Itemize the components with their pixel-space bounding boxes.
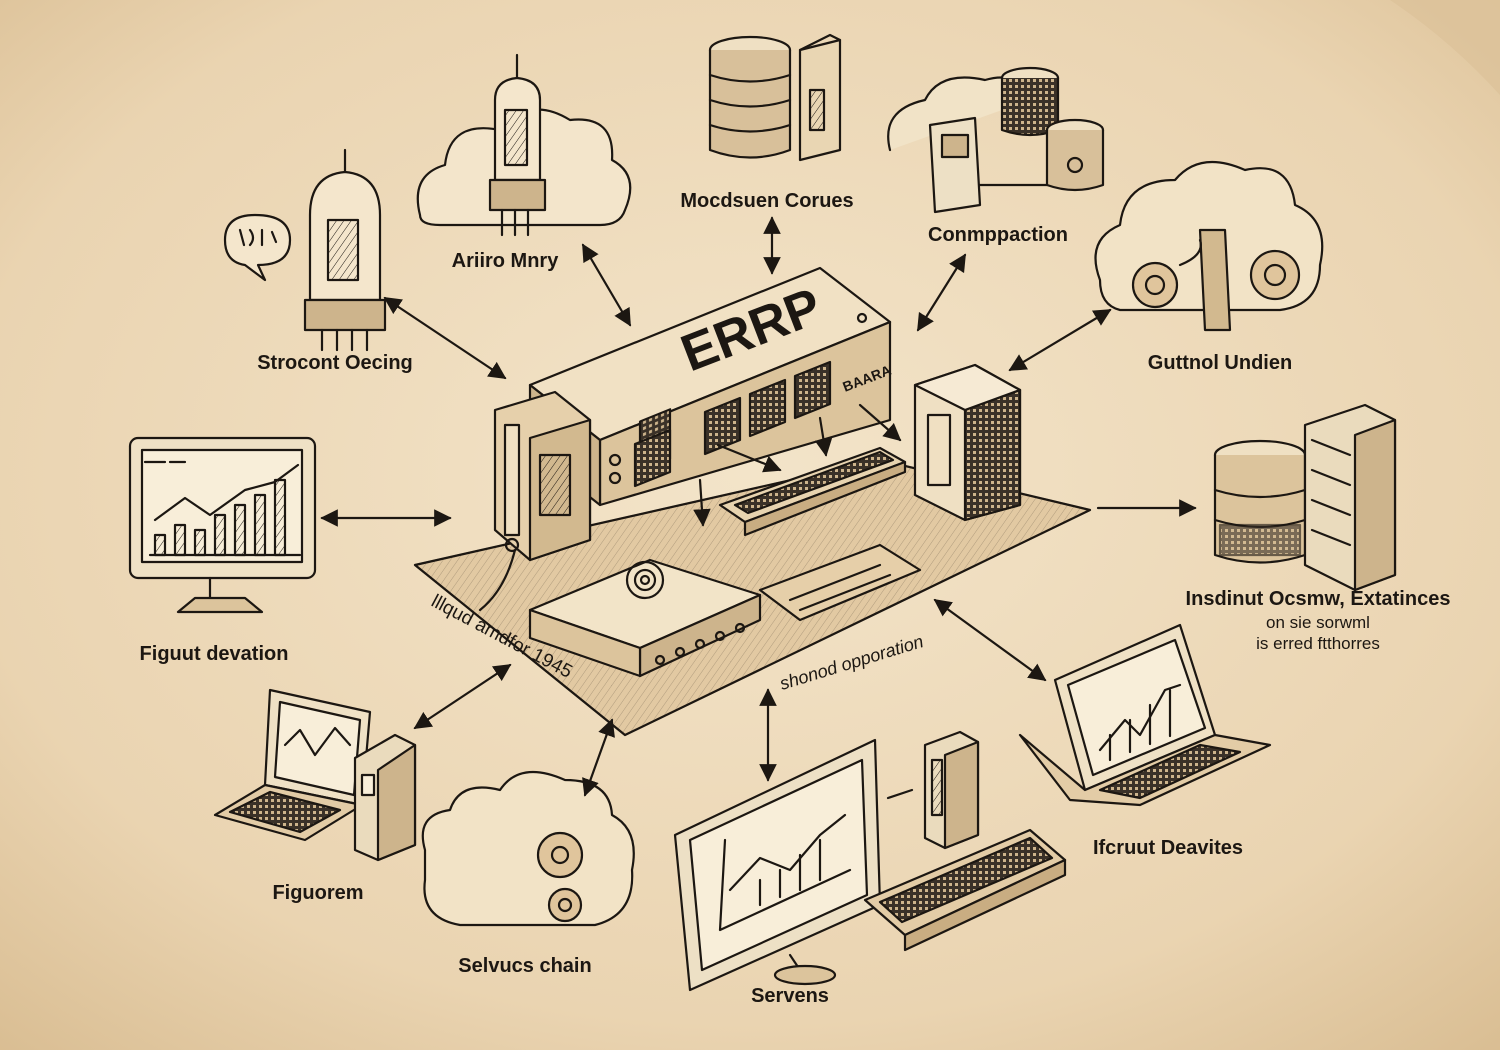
storage-stack-top [708,33,842,162]
vacuum-tube-left [303,148,387,352]
node-label-left-upper: Strocont Oecing [257,352,413,374]
left-tower-unit [478,390,592,612]
server-storage-right [1213,403,1397,592]
platform-tool-tray [758,543,922,622]
supply-chain-cloud [421,770,635,927]
cloud-tube-top [416,53,632,237]
node-label-top-left: Ariiro Mnry [451,250,559,272]
monitor-chart-bottom [673,738,882,992]
node-label-right-mid-line2: on sie sorwml [1266,613,1370,632]
keyboard-bottom [863,828,1067,952]
gears-cloud-right [1094,160,1324,332]
node-label-bottom-center: Servens [751,985,829,1007]
paper-corner-fold [1390,0,1500,95]
node-label-right-mid-title: Insdinut Ocsmw, Extatinces [1185,588,1451,610]
compaction-cloud-group [887,66,1105,214]
laptop-chart-right [1018,623,1272,807]
node-label-left-low: Figuorem [272,882,364,904]
platform-lower-device [528,558,762,678]
node-label-top-center: Mocdsuen Corues [680,190,854,212]
node-label-top-right: Conmppaction [928,224,1068,246]
platform-keyboard [718,446,907,537]
node-label-bottom-left: Selvucs chain [458,955,592,977]
right-server-box [913,363,1022,522]
node-label-left-mid: Figuut devation [139,643,289,665]
connector-arrows [320,216,1197,797]
node-label-right-mid-line3: is erred ftthorres [1256,634,1380,653]
laptop-tower-left [213,688,417,862]
monitor-chart-left [128,436,317,614]
speech-bubble-icon [223,213,292,282]
small-tower-bottom [886,730,980,850]
node-label-right-low: Ifcruut Deavites [1092,837,1244,859]
node-label-right-upper: Guttnol Undien [1147,352,1293,374]
